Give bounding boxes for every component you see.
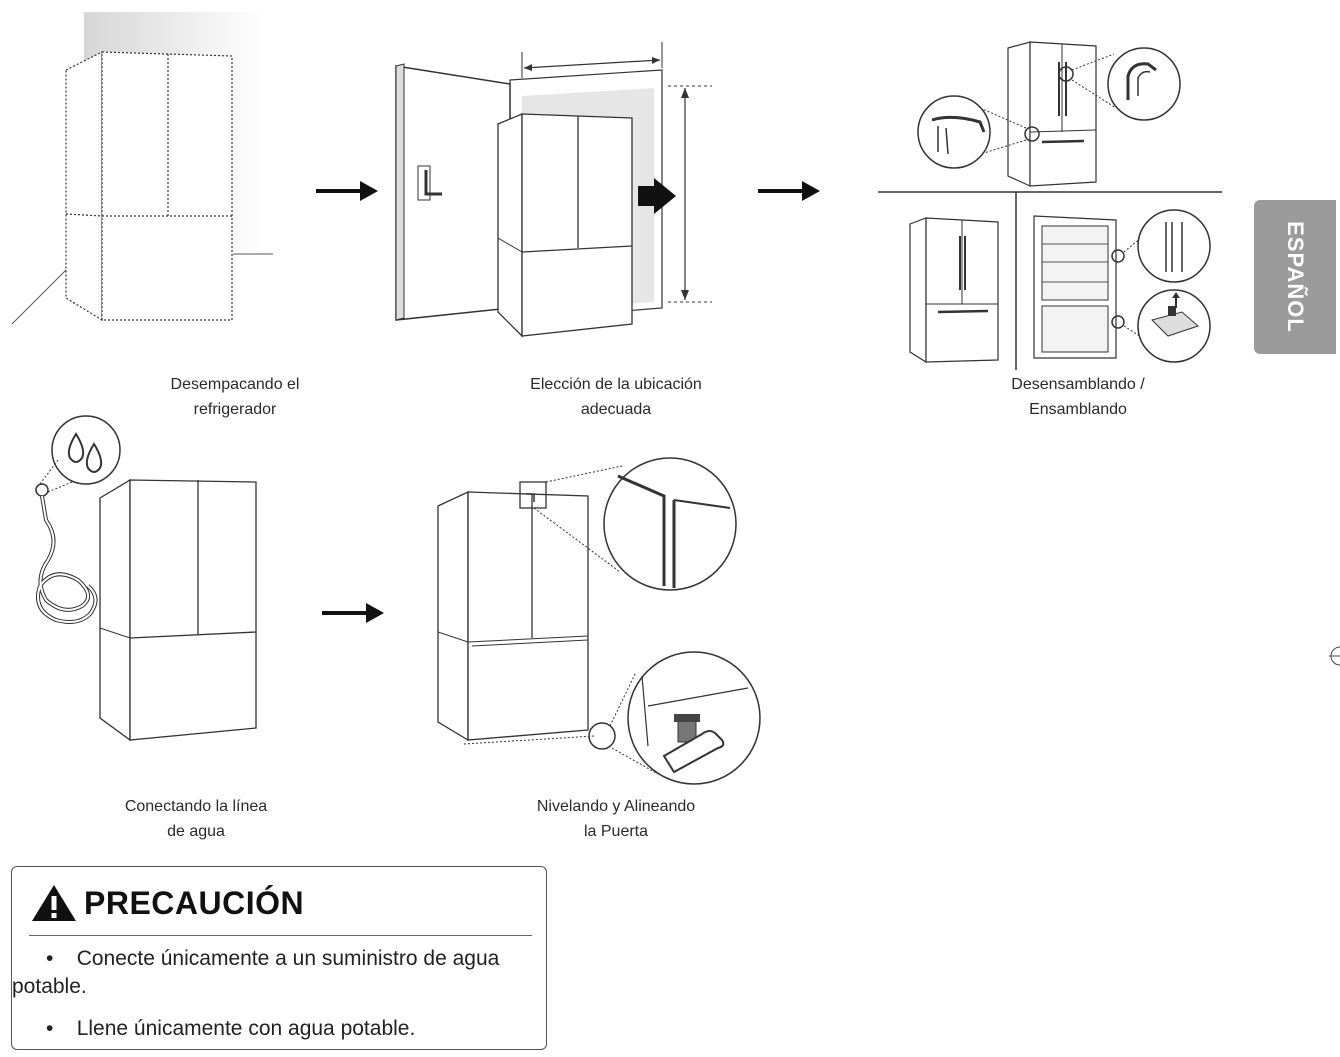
caption-line: Desempacando el [170,376,300,393]
language-tab-label: ESPAÑOL [1283,221,1308,333]
caption-line: Conectando la línea [124,798,268,815]
caution-list: • Conecte únicamente a un suministro de … [12,945,536,1057]
caption-location: Elección de la ubicación adecuada [500,372,732,422]
caption-line: de agua [167,823,225,840]
registration-mark-icon [1326,644,1340,673]
caution-item-text: Conecte únicamente a un suministro de ag… [12,947,500,998]
water-drops-icon [67,432,103,473]
arrow-right-icon [322,600,386,631]
assembly-illustration [876,36,1226,372]
caution-box: PRECAUCIÓN • Conecte únicamente a un sum… [11,866,547,1050]
caption-line: Ensamblando [1029,401,1127,418]
caption-line: Elección de la ubicación [530,376,702,393]
bullet: • [46,947,77,970]
warning-triangle-icon [32,885,76,921]
bullet: • [46,1017,77,1040]
arrow-right-icon [316,178,380,209]
water-line-illustration [30,410,270,745]
location-illustration [392,38,722,343]
caption-assembly: Desensamblando / Ensamblando [980,372,1176,422]
caution-item-text: Llene únicamente con agua potable. [76,1017,416,1040]
caution-divider [29,935,532,936]
language-tab[interactable]: ESPAÑOL [1254,200,1336,354]
caution-title: PRECAUCIÓN [84,884,305,921]
caption-line: Nivelando y Alineando [536,798,696,815]
caution-item: • Conecte únicamente a un suministro de … [12,945,536,1001]
caution-header: PRECAUCIÓN [30,883,304,923]
caption-water-line: Conectando la línea de agua [96,794,296,844]
caption-line: Desensamblando / [1011,376,1145,393]
caution-item: • Llene únicamente con agua potable. [46,1015,536,1043]
leveling-illustration [434,456,764,792]
caption-line: refrigerador [193,401,277,418]
caption-unpacking: Desempacando el refrigerador [133,372,337,422]
caption-line: adecuada [580,401,652,418]
caption-line: la Puerta [583,823,649,840]
unpacking-illustration [8,8,278,328]
arrow-right-icon [758,178,822,209]
caption-leveling: Nivelando y Alineando la Puerta [506,794,726,844]
